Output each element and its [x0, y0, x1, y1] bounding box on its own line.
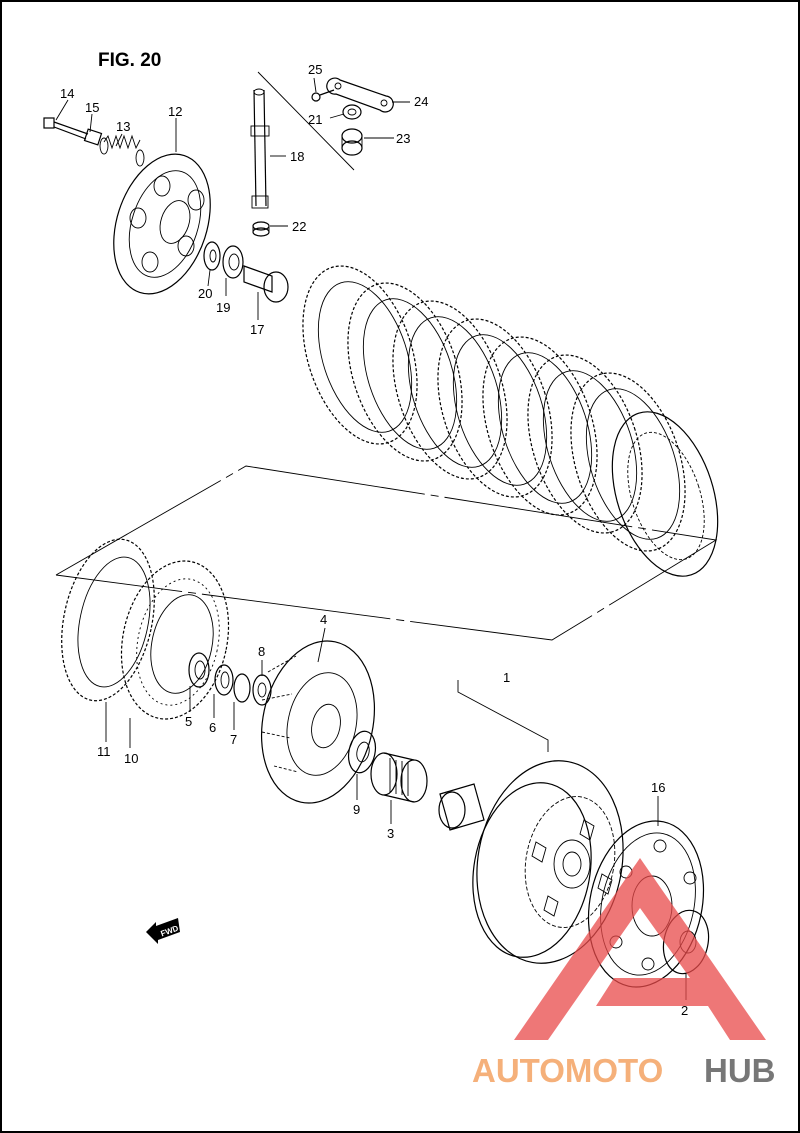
- callout-7: 7: [230, 732, 237, 747]
- callout-12: 12: [168, 104, 182, 119]
- sleeve-hub-part-4: [260, 640, 376, 804]
- callout-23: 23: [396, 131, 410, 146]
- callout-bracket-1: [457, 680, 549, 752]
- callout-1: 1: [503, 670, 510, 685]
- bolt-part-14: [43, 117, 89, 140]
- seat-part-8: [252, 674, 272, 706]
- callout-21: 21: [308, 112, 322, 127]
- callout-19: 19: [216, 300, 230, 315]
- pushrod-piece-part-17: [243, 265, 289, 303]
- figure-title: FIG. 20: [98, 50, 161, 71]
- needle-bearing-part-3: [370, 752, 428, 803]
- callout-9: 9: [353, 802, 360, 817]
- watermark-text-part2: HUB: [704, 1052, 776, 1089]
- washer-part-20: [203, 241, 221, 271]
- triangle-logo-icon: [514, 858, 766, 1040]
- callout-17: 17: [250, 322, 264, 337]
- spring-washer-part-6: [214, 664, 234, 696]
- watermark-text-part1: AUTOMOTO: [472, 1052, 663, 1089]
- callout-13: 13: [116, 119, 130, 134]
- oil-seal-part-22: [252, 221, 270, 237]
- callout-20: 20: [198, 286, 212, 301]
- clutch-plate-part-10: [120, 560, 230, 720]
- callout-15: 15: [85, 100, 99, 115]
- callout-11: 11: [97, 744, 111, 759]
- callout-5: 5: [185, 714, 192, 729]
- callout-14: 14: [60, 86, 74, 101]
- callout-18: 18: [290, 149, 304, 164]
- assembly-guide-line: [257, 71, 355, 171]
- spring-part-13: [99, 134, 145, 167]
- callout-8: 8: [258, 644, 265, 659]
- callout-16: 16: [651, 780, 665, 795]
- clutch-plate-part-11: [61, 538, 155, 702]
- callout-4: 4: [320, 612, 327, 627]
- group-bracket: [55, 465, 718, 641]
- bearing-part-19: [222, 245, 244, 279]
- pressure-plate-part-12: [113, 153, 211, 295]
- callout-3: 3: [387, 826, 394, 841]
- thrust-washer-part-9: [347, 730, 377, 774]
- collar-part-15: [83, 128, 103, 146]
- leader-lines: [55, 77, 687, 1000]
- callout-24: 24: [414, 94, 428, 109]
- callout-labels: 14 15 13 12 25 24 21 23 18 22 20 19 17 4…: [60, 62, 688, 1018]
- release-shaft-part-18: [250, 88, 270, 209]
- oil-seal-part-21: [342, 104, 362, 120]
- automotohub-watermark: AUTOMOTO HUB: [472, 858, 776, 1089]
- spring-washer-part-7: [233, 673, 251, 703]
- release-lever-part-24: [326, 77, 394, 113]
- clutch-plate-stack: [302, 265, 719, 577]
- callout-6: 6: [209, 720, 216, 735]
- callout-10: 10: [124, 751, 138, 766]
- fwd-arrow-icon: FWD: [146, 918, 180, 944]
- callout-2: 2: [681, 1003, 688, 1018]
- callout-25: 25: [308, 62, 322, 77]
- callout-22: 22: [292, 219, 306, 234]
- washer-part-5: [188, 652, 210, 688]
- screw-part-25: [311, 89, 335, 102]
- bushing-part-23: [341, 128, 363, 156]
